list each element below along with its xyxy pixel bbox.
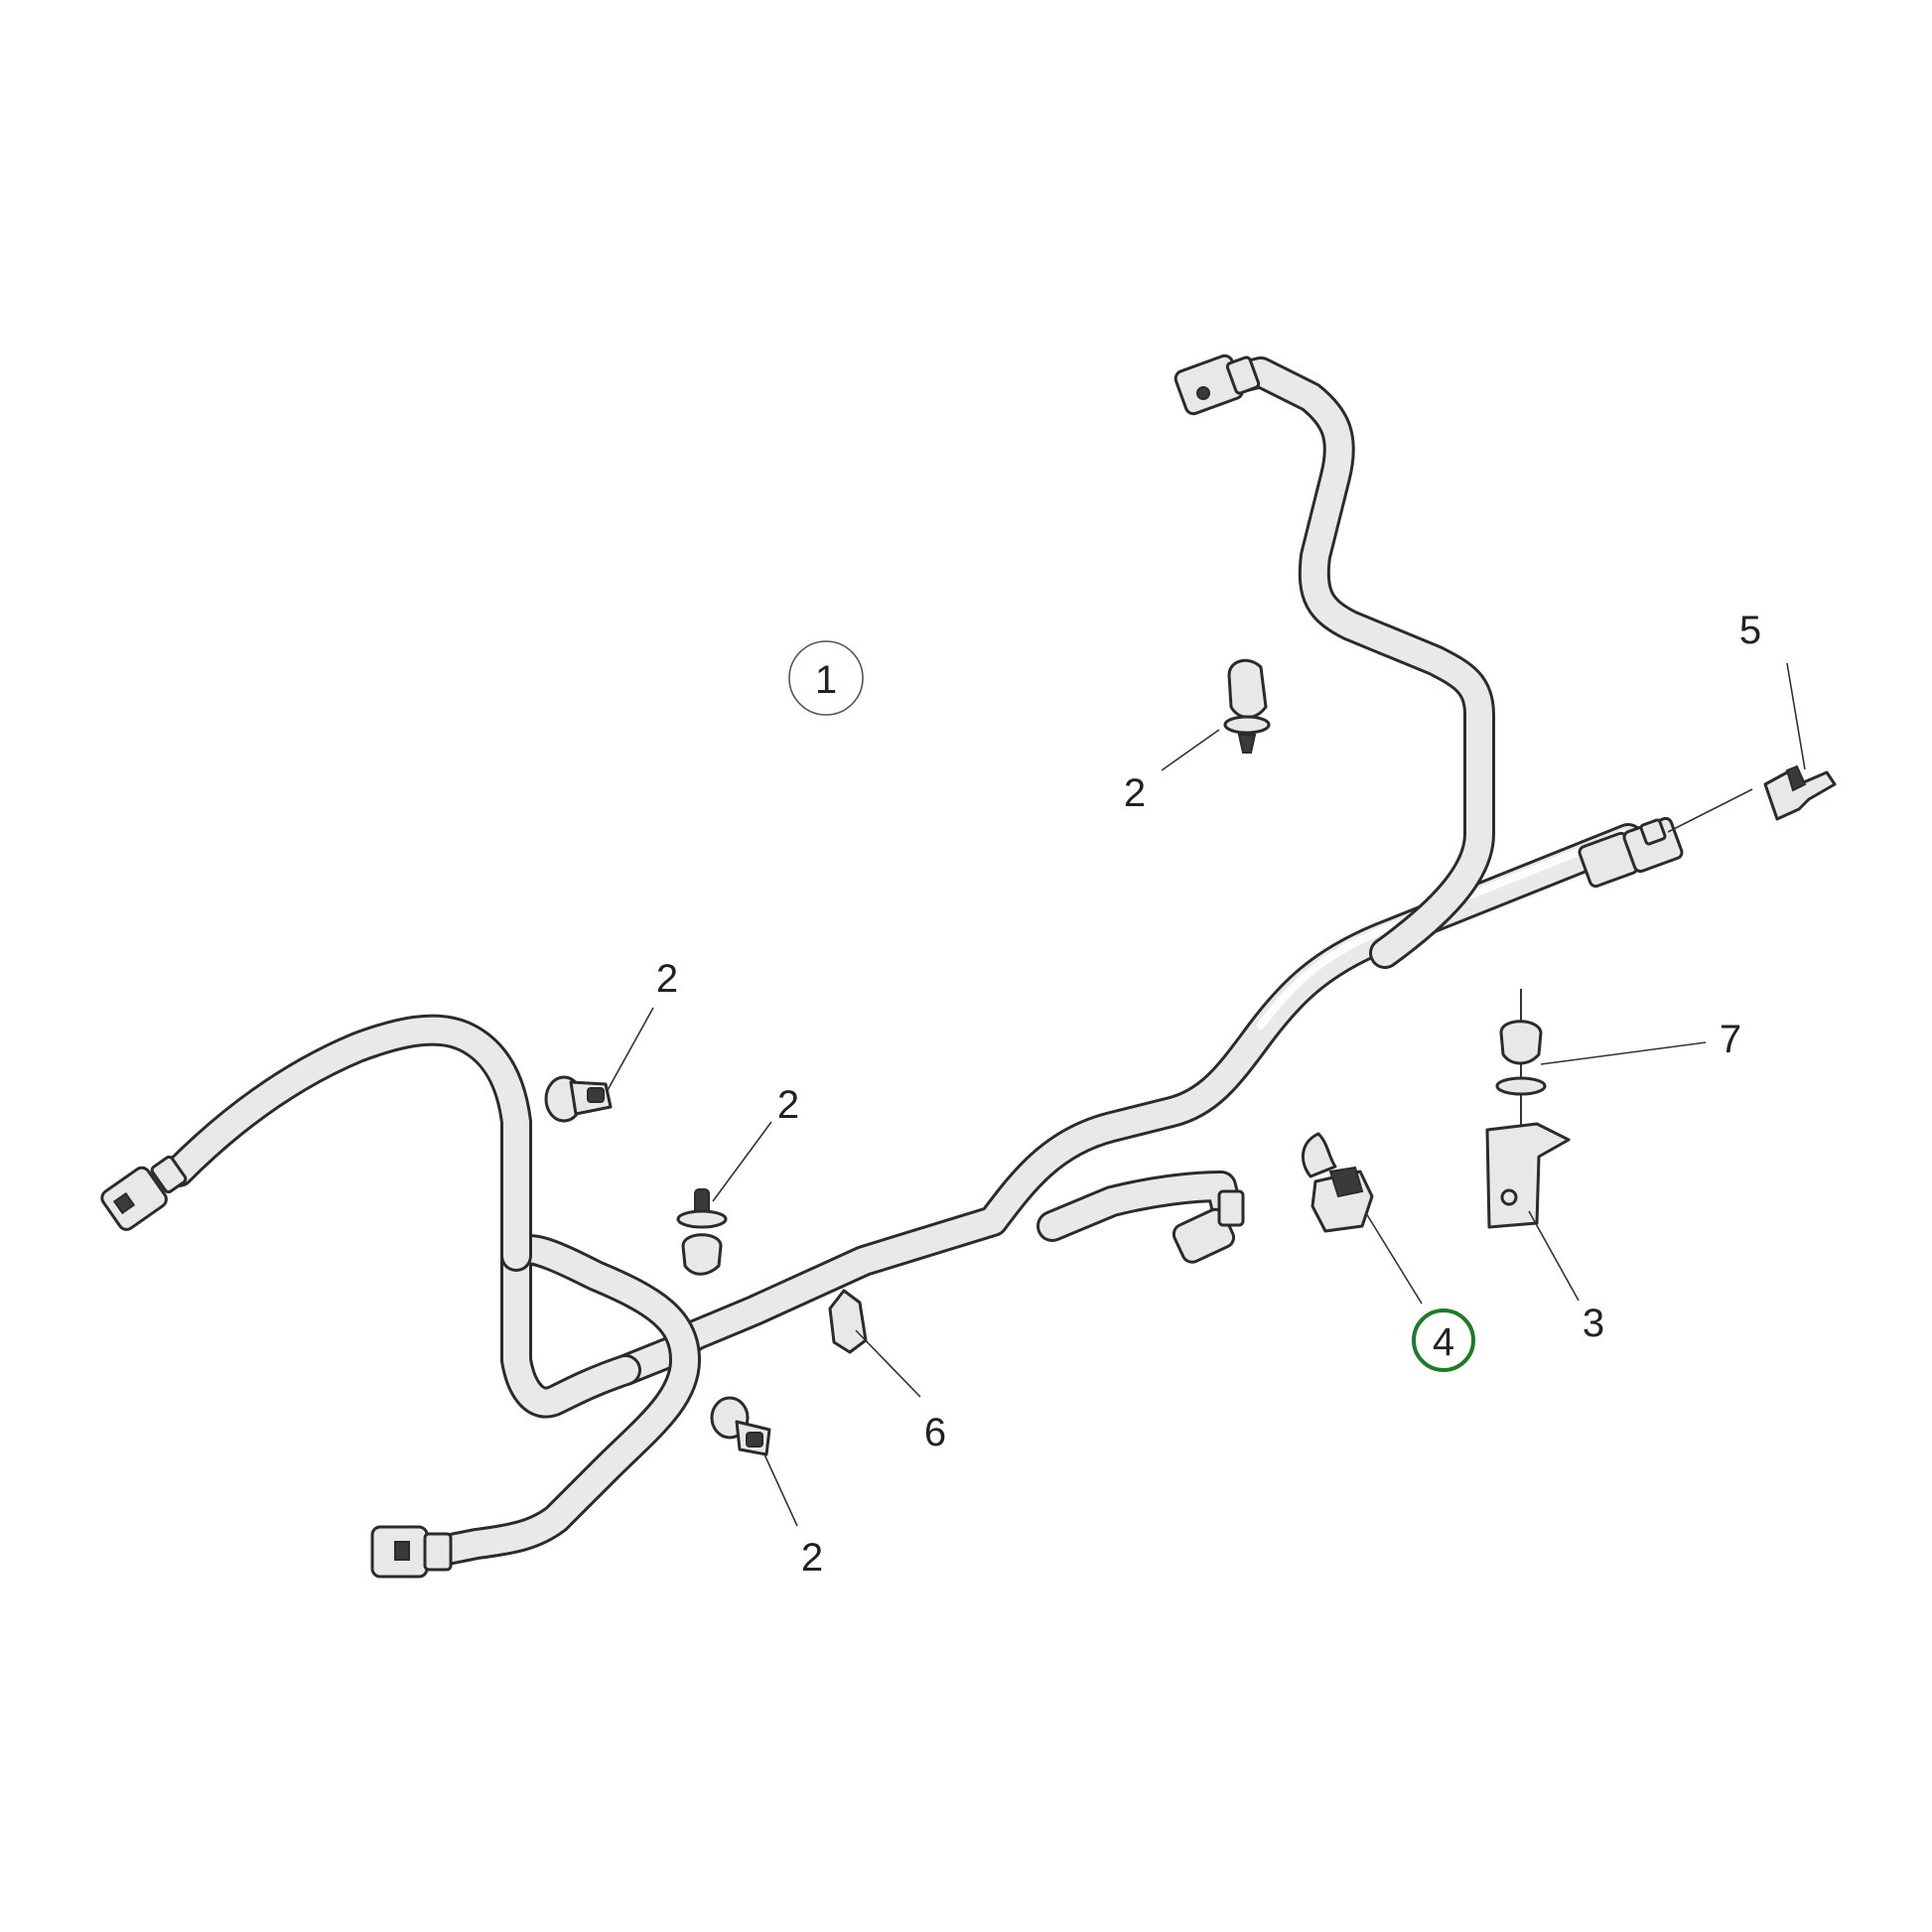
- callout-2-lower: 2: [801, 1536, 823, 1580]
- callout-2-mid-label: 2: [777, 1083, 799, 1127]
- part-6-pipe-clip: [828, 1289, 868, 1354]
- callout-7: 7: [1720, 1018, 1741, 1061]
- upper-pipe-fill: [1208, 359, 1492, 966]
- callout-2-upper-left: 2: [656, 957, 678, 1001]
- part-7-clip-nut: [1495, 989, 1547, 1132]
- mid-branch-fill: [1039, 1173, 1239, 1239]
- callout-4-label: 4: [1433, 1320, 1454, 1364]
- callout-1-label: 1: [815, 658, 837, 702]
- callout-2-top: 2: [1124, 771, 1146, 815]
- main-pipe-fill: [613, 826, 1641, 1383]
- part-4-hose-clamp: [1302, 1132, 1374, 1233]
- callout-6-label: 6: [924, 1411, 946, 1454]
- callout-3: 3: [1583, 1302, 1604, 1345]
- callout-5-label: 5: [1739, 609, 1761, 652]
- connector-left-upper: [100, 1155, 188, 1231]
- connector-top: [1173, 353, 1261, 416]
- connector-elbow: [1172, 1189, 1245, 1264]
- callout-6: 6: [924, 1411, 946, 1454]
- part-2-clip-mid: [676, 1188, 728, 1276]
- callout-4-highlighted: 4: [1412, 1309, 1475, 1372]
- left-loop-fill: [414, 1236, 698, 1567]
- callout-3-label: 3: [1583, 1302, 1604, 1345]
- callout-2-lower-label: 2: [801, 1536, 823, 1580]
- leader-lines: [607, 662, 1806, 1527]
- callout-2-mid: 2: [777, 1083, 799, 1127]
- callout-7-label: 7: [1720, 1018, 1741, 1061]
- callout-1: 1: [788, 640, 864, 716]
- connector-right: [1578, 816, 1684, 889]
- callout-2-upper-left-label: 2: [656, 957, 678, 1001]
- part-5-fitting: [1763, 764, 1837, 821]
- part-2-clip-lower: [710, 1396, 771, 1456]
- callout-5: 5: [1739, 609, 1761, 652]
- fuel-pipe-assembly: [100, 353, 1684, 1579]
- part-2-clip-top: [1223, 658, 1271, 754]
- connector-left-lower: [370, 1525, 453, 1579]
- left-riser-fill: [166, 1017, 529, 1269]
- callout-2-top-label: 2: [1124, 771, 1146, 815]
- part-2-clip-upper-left: [544, 1075, 613, 1123]
- part-3-bracket: [1485, 1122, 1571, 1229]
